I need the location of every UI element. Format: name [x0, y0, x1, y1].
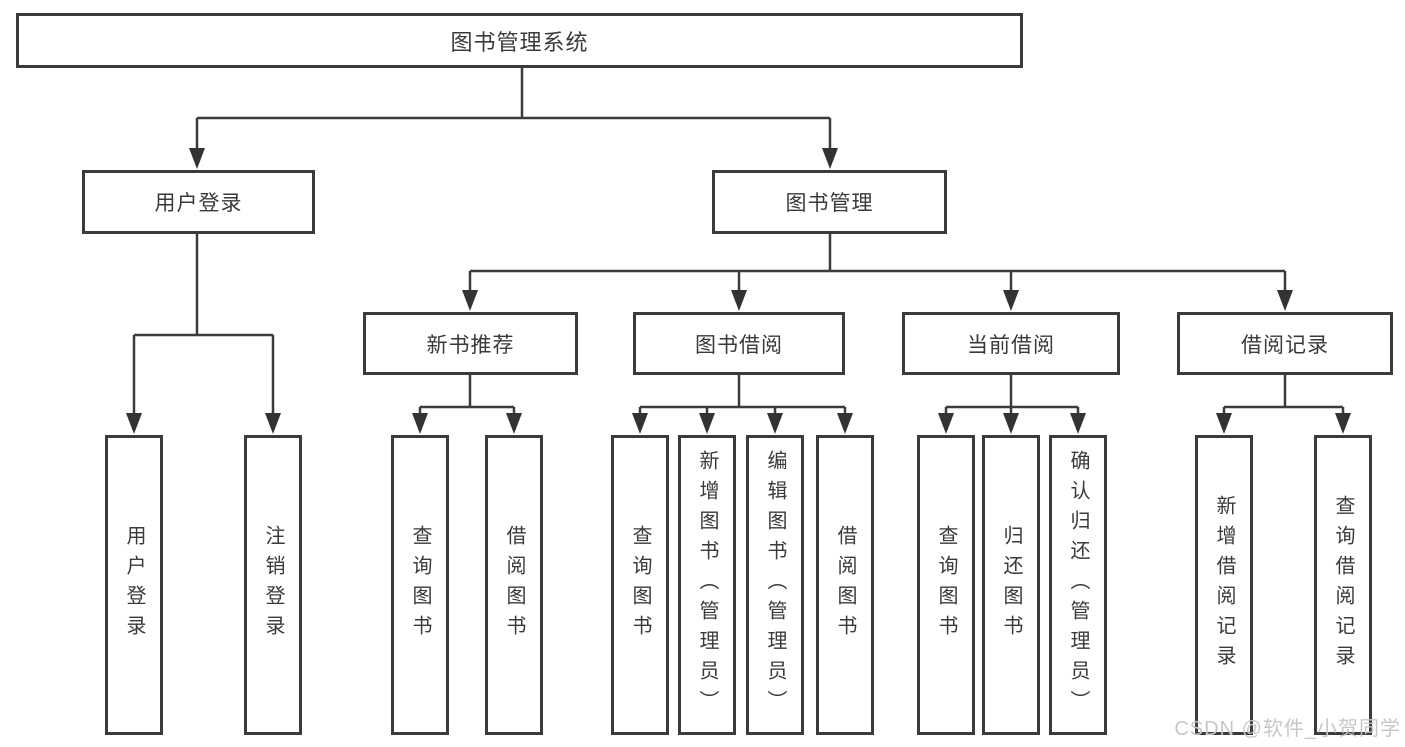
leaf-label: 查询图书	[629, 525, 651, 645]
leaf-borrow-book: 借阅图书	[816, 435, 874, 735]
node-book-management: 图书管理	[712, 170, 947, 234]
leaf-label: 借阅图书	[503, 525, 525, 645]
leaf-user-login: 用户登录	[105, 435, 163, 735]
leaf-label: 新增借阅记录	[1213, 495, 1235, 675]
leaf-label: 注销登录	[262, 525, 284, 645]
node-label: 用户登录	[154, 192, 243, 215]
leaf-add-book-admin: 新增图书（管理员）	[678, 435, 736, 735]
node-label: 借阅记录	[1241, 333, 1329, 357]
csdn-watermark: CSDN @软件_小贺同学	[1174, 718, 1401, 740]
leaf-label: 用户登录	[123, 525, 145, 645]
leaf-query-book-current: 查询图书	[917, 435, 975, 735]
leaf-label: 查询图书	[409, 525, 431, 645]
leaf-logout: 注销登录	[244, 435, 302, 735]
leaf-borrow-book-recommend: 借阅图书	[485, 435, 543, 735]
leaf-edit-book-admin: 编辑图书（管理员）	[746, 435, 804, 735]
leaf-query-book-recommend: 查询图书	[391, 435, 449, 735]
leaf-return-book: 归还图书	[982, 435, 1040, 735]
node-library-system-root: 图书管理系统	[16, 13, 1023, 68]
leaf-confirm-return-admin: 确认归还（管理员）	[1049, 435, 1107, 735]
node-label: 图书借阅	[695, 333, 783, 357]
arrowheads	[126, 148, 1351, 434]
leaf-label: 归还图书	[1000, 525, 1022, 645]
leaf-query-book-borrow: 查询图书	[611, 435, 669, 735]
leaf-add-borrow-record: 新增借阅记录	[1195, 435, 1253, 735]
leaf-label: 新增图书（管理员）	[696, 450, 718, 720]
node-new-book-recommend: 新书推荐	[363, 312, 578, 375]
leaf-label: 确认归还（管理员）	[1067, 450, 1089, 720]
leaf-label: 借阅图书	[834, 525, 856, 645]
node-label: 图书管理	[785, 192, 874, 215]
node-borrow-records: 借阅记录	[1177, 312, 1393, 375]
node-label: 图书管理系统	[450, 29, 589, 55]
leaf-label: 编辑图书（管理员）	[764, 450, 786, 720]
node-user-login: 用户登录	[82, 170, 315, 234]
leaf-label: 查询图书	[935, 525, 957, 645]
leaf-label: 查询借阅记录	[1332, 495, 1354, 675]
node-book-borrow: 图书借阅	[633, 312, 845, 375]
leaf-query-borrow-record: 查询借阅记录	[1314, 435, 1372, 735]
node-label: 当前借阅	[967, 333, 1055, 357]
node-label: 新书推荐	[426, 333, 515, 357]
node-current-borrow: 当前借阅	[902, 312, 1120, 375]
